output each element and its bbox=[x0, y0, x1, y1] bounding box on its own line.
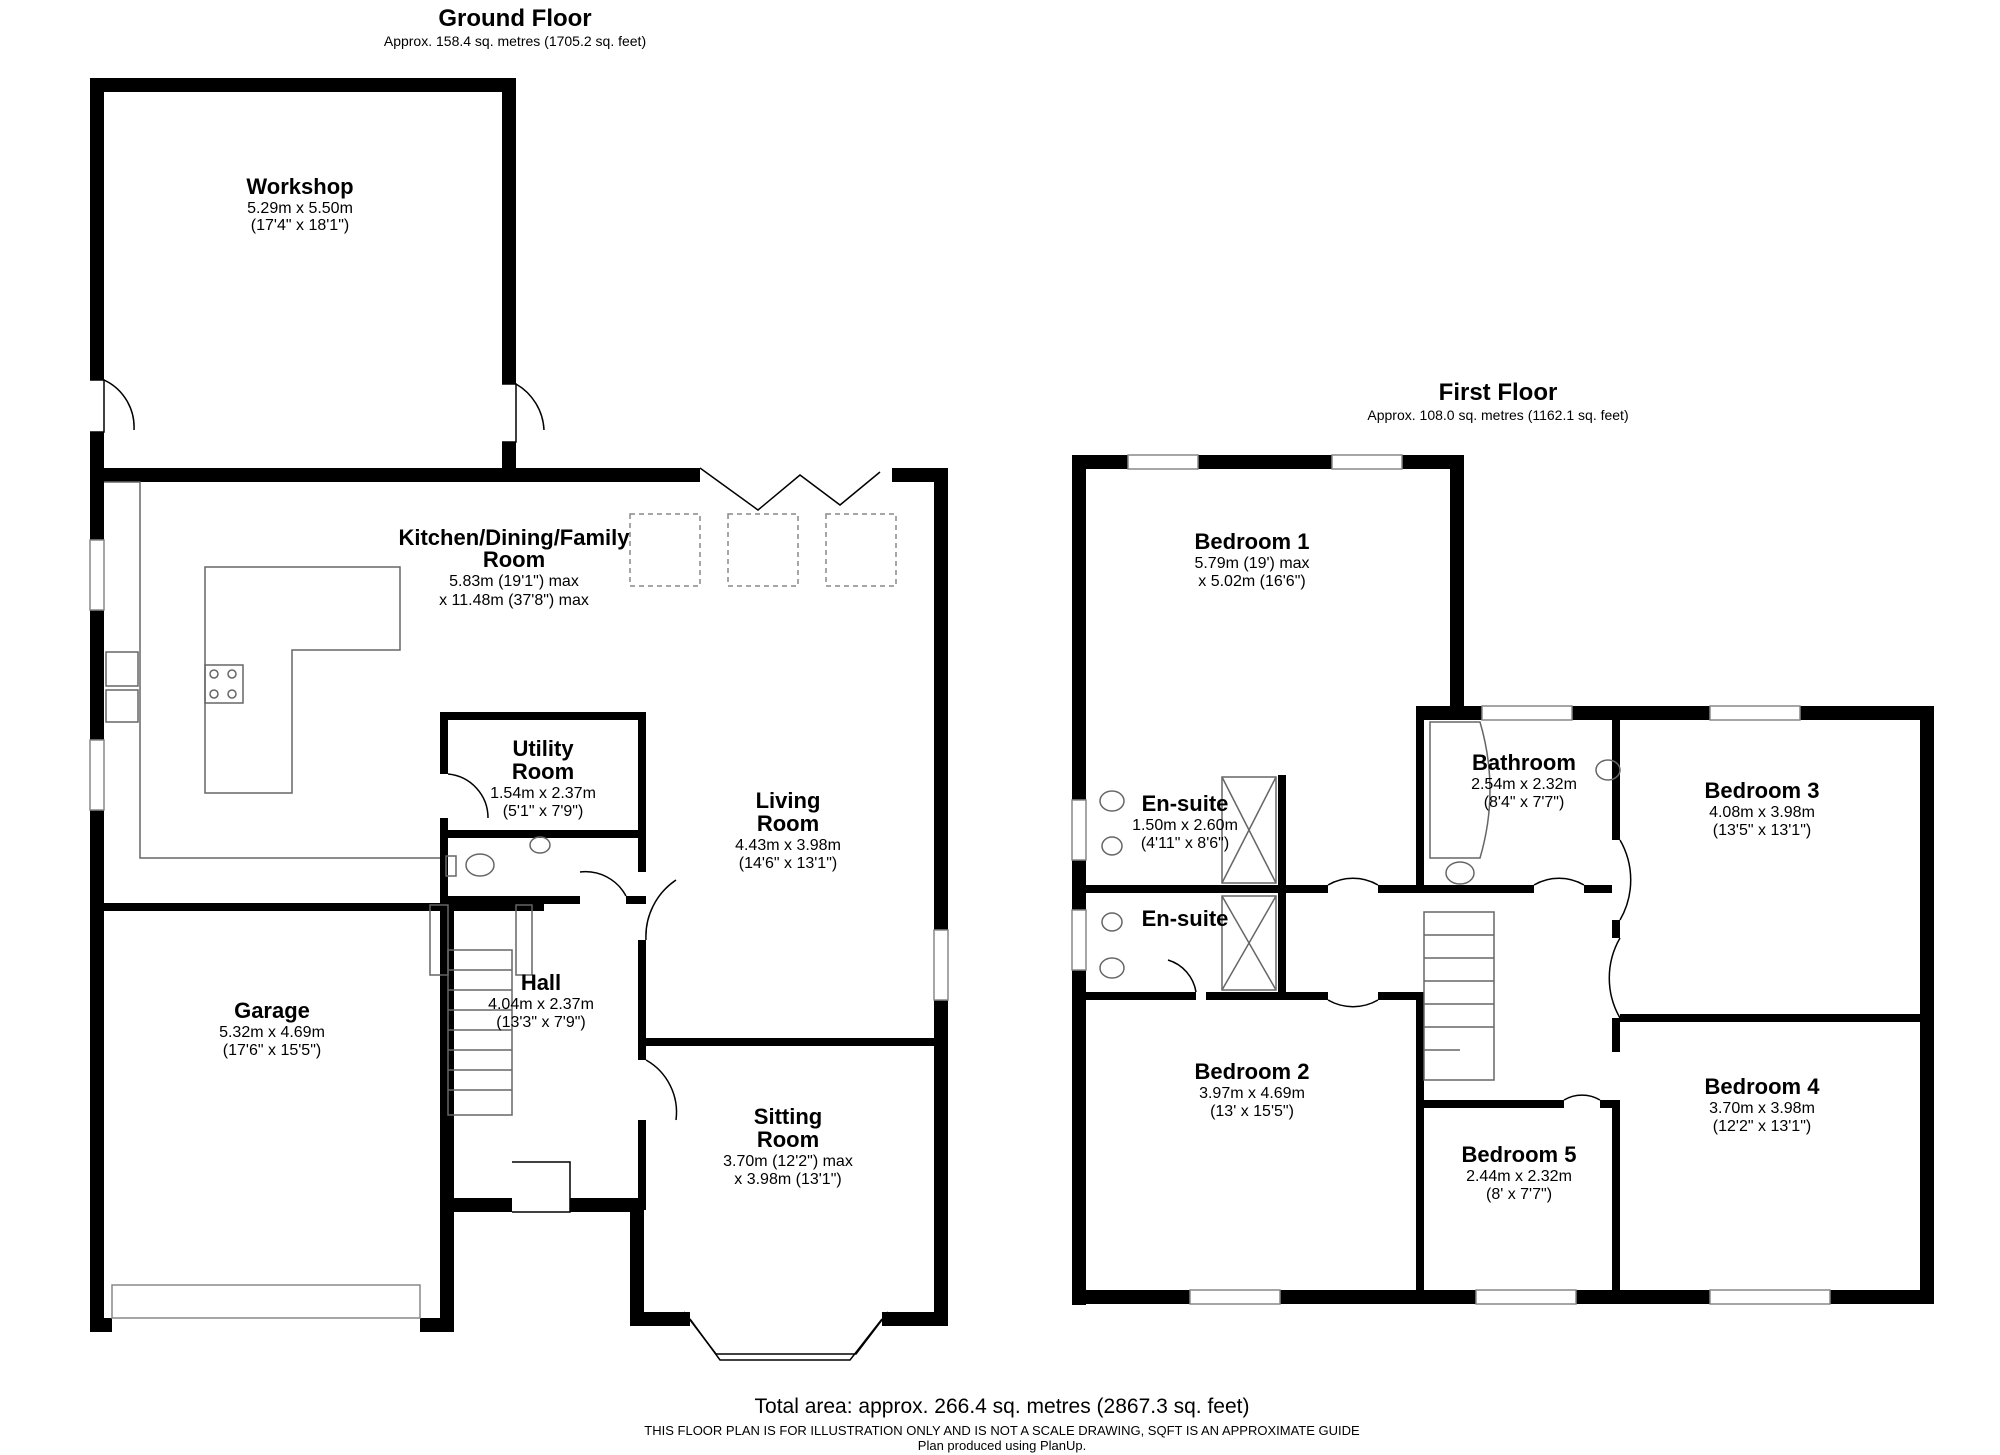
svg-text:Utility: Utility bbox=[512, 736, 574, 761]
svg-text:x 3.98m (13'1"): x 3.98m (13'1") bbox=[734, 1171, 841, 1188]
svg-text:En-suite: En-suite bbox=[1142, 906, 1229, 931]
room-label-utility: Utility Room 1.54m x 2.37m (5'1" x 7'9") bbox=[490, 736, 596, 820]
svg-text:x 5.02m (16'6"): x 5.02m (16'6") bbox=[1198, 573, 1305, 590]
room-label-bathroom: Bathroom 2.54m x 2.32m (8'4" x 7'7") bbox=[1471, 750, 1577, 811]
room-label-bedroom-4: Bedroom 4 3.70m x 3.98m (12'2" x 13'1") bbox=[1705, 1074, 1821, 1135]
svg-text:Room: Room bbox=[512, 759, 574, 784]
svg-text:Bedroom 5: Bedroom 5 bbox=[1462, 1142, 1577, 1167]
svg-text:(17'4" x 18'1"): (17'4" x 18'1") bbox=[251, 217, 349, 234]
svg-text:3.70m (12'2") max: 3.70m (12'2") max bbox=[723, 1153, 853, 1170]
first-floor-plan bbox=[1071, 454, 1934, 1305]
svg-text:5.79m (19') max: 5.79m (19') max bbox=[1194, 555, 1309, 572]
svg-text:(13'3" x 7'9"): (13'3" x 7'9") bbox=[496, 1014, 586, 1031]
total-area: Total area: approx. 266.4 sq. metres (28… bbox=[755, 1395, 1250, 1418]
svg-text:5.29m x 5.50m: 5.29m x 5.50m bbox=[247, 200, 353, 217]
svg-text:(8'4" x 7'7"): (8'4" x 7'7") bbox=[1484, 794, 1565, 811]
room-label-living: Living Room 4.43m x 3.98m (14'6" x 13'1"… bbox=[735, 788, 841, 872]
svg-text:Bedroom 3: Bedroom 3 bbox=[1705, 778, 1820, 803]
svg-text:Bedroom 4: Bedroom 4 bbox=[1705, 1074, 1821, 1099]
svg-text:Room: Room bbox=[483, 547, 545, 572]
svg-text:(12'2" x 13'1"): (12'2" x 13'1") bbox=[1713, 1118, 1811, 1135]
svg-text:4.43m x 3.98m: 4.43m x 3.98m bbox=[735, 837, 841, 854]
svg-text:3.70m x 3.98m: 3.70m x 3.98m bbox=[1709, 1100, 1815, 1117]
svg-text:(13' x 15'5"): (13' x 15'5") bbox=[1210, 1103, 1294, 1120]
first-floor-labels: Bedroom 1 5.79m (19') max x 5.02m (16'6"… bbox=[1132, 529, 1820, 1203]
room-label-kitchen-dining-family: Kitchen/Dining/Family Room 5.83m (19'1")… bbox=[398, 525, 630, 609]
room-label-garage: Garage 5.32m x 4.69m (17'6" x 15'5") bbox=[219, 998, 325, 1059]
svg-text:Living: Living bbox=[756, 788, 821, 813]
room-label-bedroom-3: Bedroom 3 4.08m x 3.98m (13'5" x 13'1") bbox=[1705, 778, 1820, 839]
svg-text:Room: Room bbox=[757, 1127, 819, 1152]
ground-floor-plan bbox=[89, 78, 949, 1361]
svg-text:1.54m x 2.37m: 1.54m x 2.37m bbox=[490, 785, 596, 802]
svg-text:4.08m x 3.98m: 4.08m x 3.98m bbox=[1709, 804, 1815, 821]
svg-text:(4'11" x 8'6"): (4'11" x 8'6") bbox=[1141, 835, 1229, 852]
svg-text:(13'5" x 13'1"): (13'5" x 13'1") bbox=[1713, 822, 1811, 839]
svg-text:Garage: Garage bbox=[234, 998, 310, 1023]
svg-text:Bathroom: Bathroom bbox=[1472, 750, 1576, 775]
ground-floor-title: Ground Floor bbox=[438, 5, 591, 32]
room-label-sitting: Sitting Room 3.70m (12'2") max x 3.98m (… bbox=[723, 1104, 853, 1188]
svg-text:(14'6" x 13'1"): (14'6" x 13'1") bbox=[739, 855, 837, 872]
first-floor-area: Approx. 108.0 sq. metres (1162.1 sq. fee… bbox=[1367, 407, 1628, 423]
svg-text:Sitting: Sitting bbox=[754, 1104, 822, 1129]
room-label-en-suite-2: En-suite bbox=[1142, 906, 1229, 931]
disclaimer: THIS FLOOR PLAN IS FOR ILLUSTRATION ONLY… bbox=[644, 1423, 1360, 1438]
svg-text:(8' x 7'7"): (8' x 7'7") bbox=[1486, 1186, 1552, 1203]
svg-text:Workshop: Workshop bbox=[246, 174, 353, 199]
svg-text:Bedroom 2: Bedroom 2 bbox=[1195, 1059, 1310, 1084]
svg-text:(5'1" x 7'9"): (5'1" x 7'9") bbox=[503, 803, 584, 820]
svg-text:2.54m x 2.32m: 2.54m x 2.32m bbox=[1471, 776, 1577, 793]
room-label-en-suite-1: En-suite 1.50m x 2.60m (4'11" x 8'6") bbox=[1132, 791, 1238, 852]
svg-text:Room: Room bbox=[757, 811, 819, 836]
svg-text:5.83m (19'1") max: 5.83m (19'1") max bbox=[449, 573, 579, 590]
svg-text:3.97m x 4.69m: 3.97m x 4.69m bbox=[1199, 1085, 1305, 1102]
svg-text:5.32m x 4.69m: 5.32m x 4.69m bbox=[219, 1024, 325, 1041]
svg-text:4.04m x 2.37m: 4.04m x 2.37m bbox=[488, 996, 594, 1013]
room-label-workshop: Workshop 5.29m x 5.50m (17'4" x 18'1") bbox=[246, 174, 353, 234]
room-label-bedroom-2: Bedroom 2 3.97m x 4.69m (13' x 15'5") bbox=[1195, 1059, 1310, 1120]
svg-text:1.50m x 2.60m: 1.50m x 2.60m bbox=[1132, 817, 1238, 834]
svg-text:x 11.48m (37'8") max: x 11.48m (37'8") max bbox=[439, 592, 589, 609]
first-floor-title: First Floor bbox=[1439, 379, 1558, 406]
svg-text:2.44m x 2.32m: 2.44m x 2.32m bbox=[1466, 1168, 1572, 1185]
room-label-hall: Hall 4.04m x 2.37m (13'3" x 7'9") bbox=[488, 970, 594, 1031]
room-label-bedroom-5: Bedroom 5 2.44m x 2.32m (8' x 7'7") bbox=[1462, 1142, 1577, 1203]
svg-text:En-suite: En-suite bbox=[1142, 791, 1229, 816]
svg-text:Hall: Hall bbox=[521, 970, 561, 995]
svg-text:(17'6" x 15'5"): (17'6" x 15'5") bbox=[223, 1042, 321, 1059]
svg-text:Bedroom 1: Bedroom 1 bbox=[1195, 529, 1310, 554]
room-label-bedroom-1: Bedroom 1 5.79m (19') max x 5.02m (16'6"… bbox=[1194, 529, 1309, 590]
svg-text:Kitchen/Dining/Family: Kitchen/Dining/Family bbox=[398, 525, 630, 550]
ground-floor-labels: Workshop 5.29m x 5.50m (17'4" x 18'1") K… bbox=[219, 174, 853, 1188]
credit: Plan produced using PlanUp. bbox=[918, 1438, 1086, 1453]
ground-floor-area: Approx. 158.4 sq. metres (1705.2 sq. fee… bbox=[384, 33, 646, 49]
